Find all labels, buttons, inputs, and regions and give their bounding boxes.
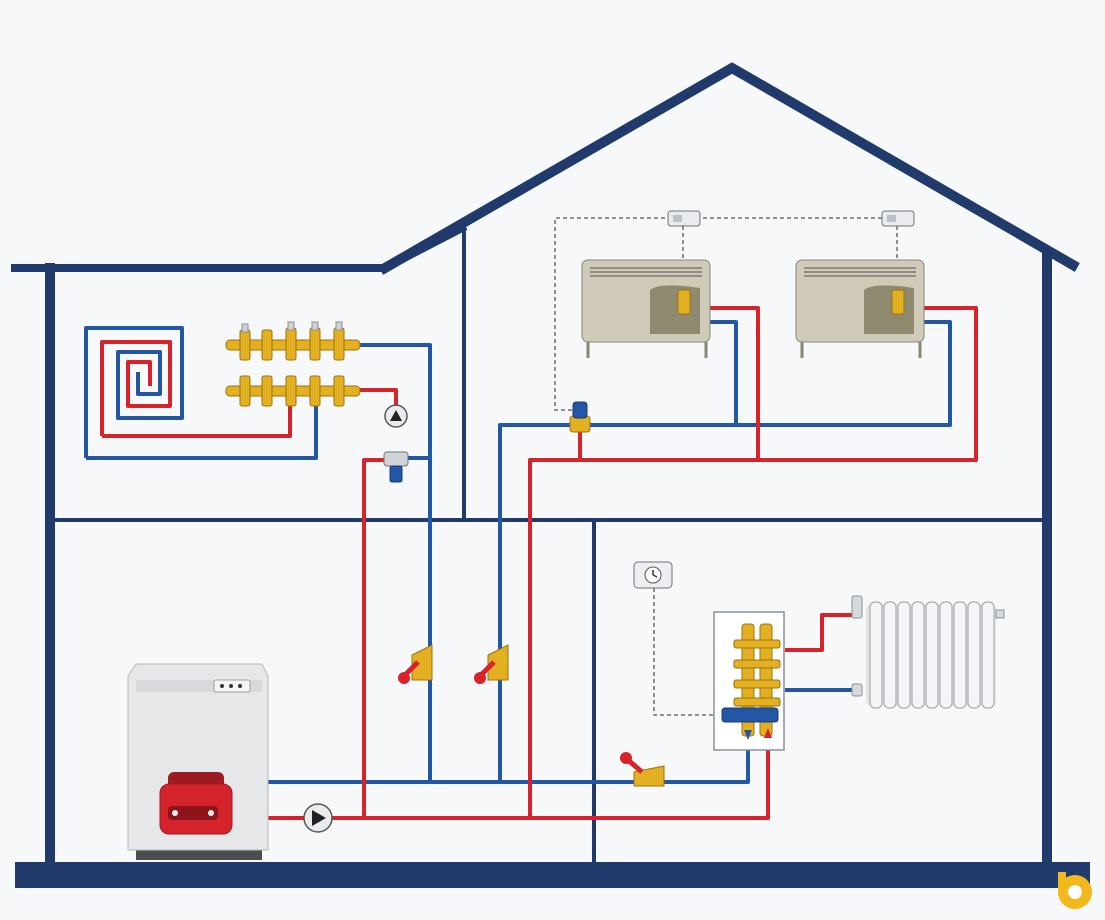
- floor-circuit-pump-icon: [384, 404, 408, 428]
- cast-iron-radiator-icon: [851, 595, 1005, 709]
- control-wiring: [554, 217, 902, 716]
- boiler-icon: [127, 663, 269, 860]
- main-roof: [378, 62, 1080, 275]
- floor-heating-manifold: [225, 321, 361, 407]
- thermostatic-valve-icon: [569, 401, 591, 433]
- balancing-valve-icon-3: [620, 752, 665, 787]
- room-thermostat-icon-2: [881, 210, 915, 227]
- radiator-manifold-cabinet: [713, 611, 785, 751]
- house-structure: [11, 62, 1080, 875]
- balancing-valve-icon-2: [474, 644, 509, 684]
- balancing-valve-icon: [398, 644, 433, 684]
- logo-icon: [1058, 872, 1092, 909]
- convector-right: [795, 259, 925, 358]
- boiler-pump-icon: [303, 803, 333, 833]
- three-way-valve-icon: [383, 451, 409, 483]
- return-pipes: [84, 320, 952, 784]
- clock-timer-icon: [633, 561, 673, 589]
- room-thermostat-icon: [667, 210, 701, 227]
- convector-left: [581, 259, 711, 358]
- ground-slab: [15, 862, 1090, 888]
